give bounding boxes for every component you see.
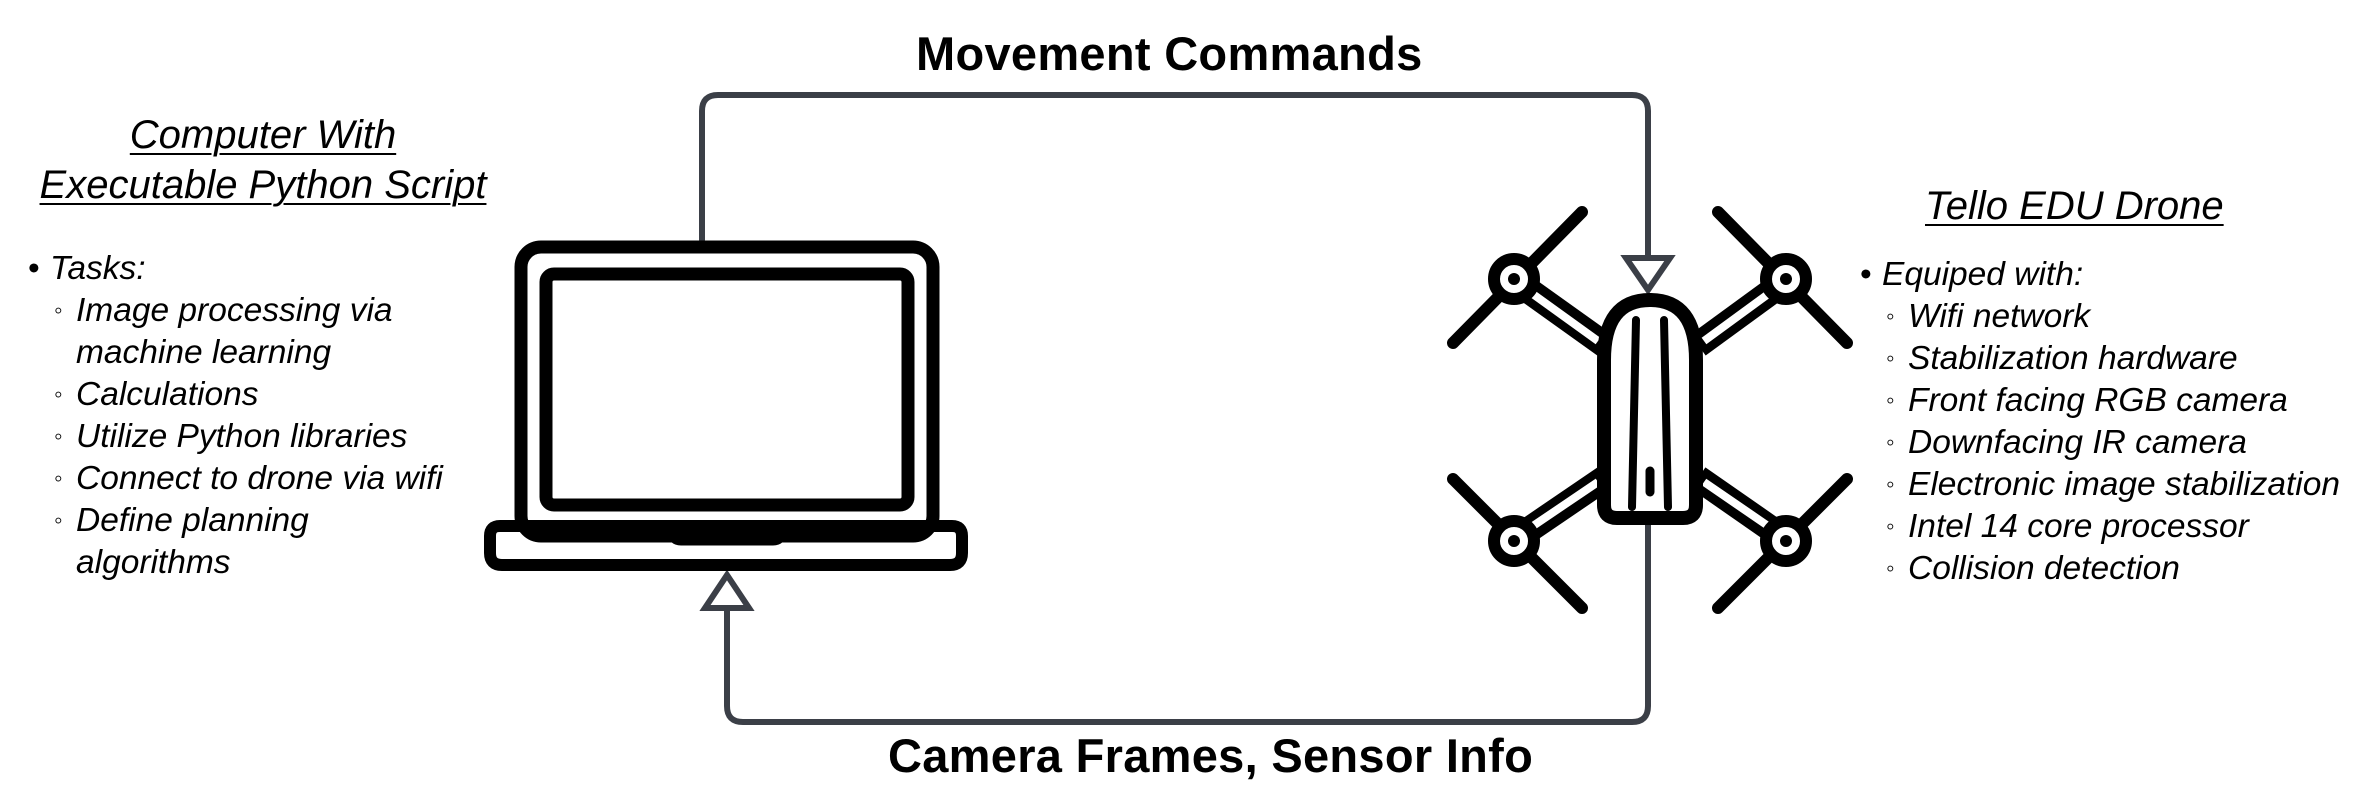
features-heading: Equiped with: xyxy=(1860,254,2340,296)
camera-frames-arrowhead xyxy=(699,569,755,611)
movement-commands-connector xyxy=(699,92,1651,261)
feature-item: Collision detection xyxy=(1860,548,2340,590)
drone-title: Tello EDU Drone xyxy=(1925,184,2224,228)
drone-features-list: Equiped with: Wifi network Stabilization… xyxy=(1860,254,2340,590)
task-item: Utilize Python libraries xyxy=(28,416,443,458)
drone-icon xyxy=(1447,206,1853,614)
task-item-continuation: machine learning xyxy=(76,334,332,371)
movement-commands-arrowhead xyxy=(1620,255,1676,296)
computer-title-line-2: Executable Python Script xyxy=(39,163,487,207)
task-item: Image processing via xyxy=(28,290,443,332)
task-item-continuation: algorithms xyxy=(76,544,231,581)
feature-item: Front facing RGB camera xyxy=(1860,380,2340,422)
computer-title-line-1: Computer With xyxy=(129,113,397,157)
camera-frames-sensor-info-label: Camera Frames, Sensor Info xyxy=(888,729,1534,782)
camera-frames-connector xyxy=(724,517,1651,725)
computer-title: Computer With Executable Python Script xyxy=(28,110,498,210)
tasks-heading: Tasks: xyxy=(28,248,443,290)
task-item: Calculations xyxy=(28,374,443,416)
task-item: Connect to drone via wifi xyxy=(28,458,443,500)
laptop-icon xyxy=(484,240,968,571)
feature-item: Downfacing IR camera xyxy=(1860,422,2340,464)
task-item: Define planning xyxy=(28,500,443,542)
movement-commands-label: Movement Commands xyxy=(916,27,1423,80)
feature-item: Electronic image stabilization xyxy=(1860,464,2340,506)
feature-item: Wifi network xyxy=(1860,296,2340,338)
computer-tasks-list: Tasks: Image processing via machine lear… xyxy=(28,248,443,584)
feature-item: Intel 14 core processor xyxy=(1860,506,2340,548)
feature-item: Stabilization hardware xyxy=(1860,338,2340,380)
